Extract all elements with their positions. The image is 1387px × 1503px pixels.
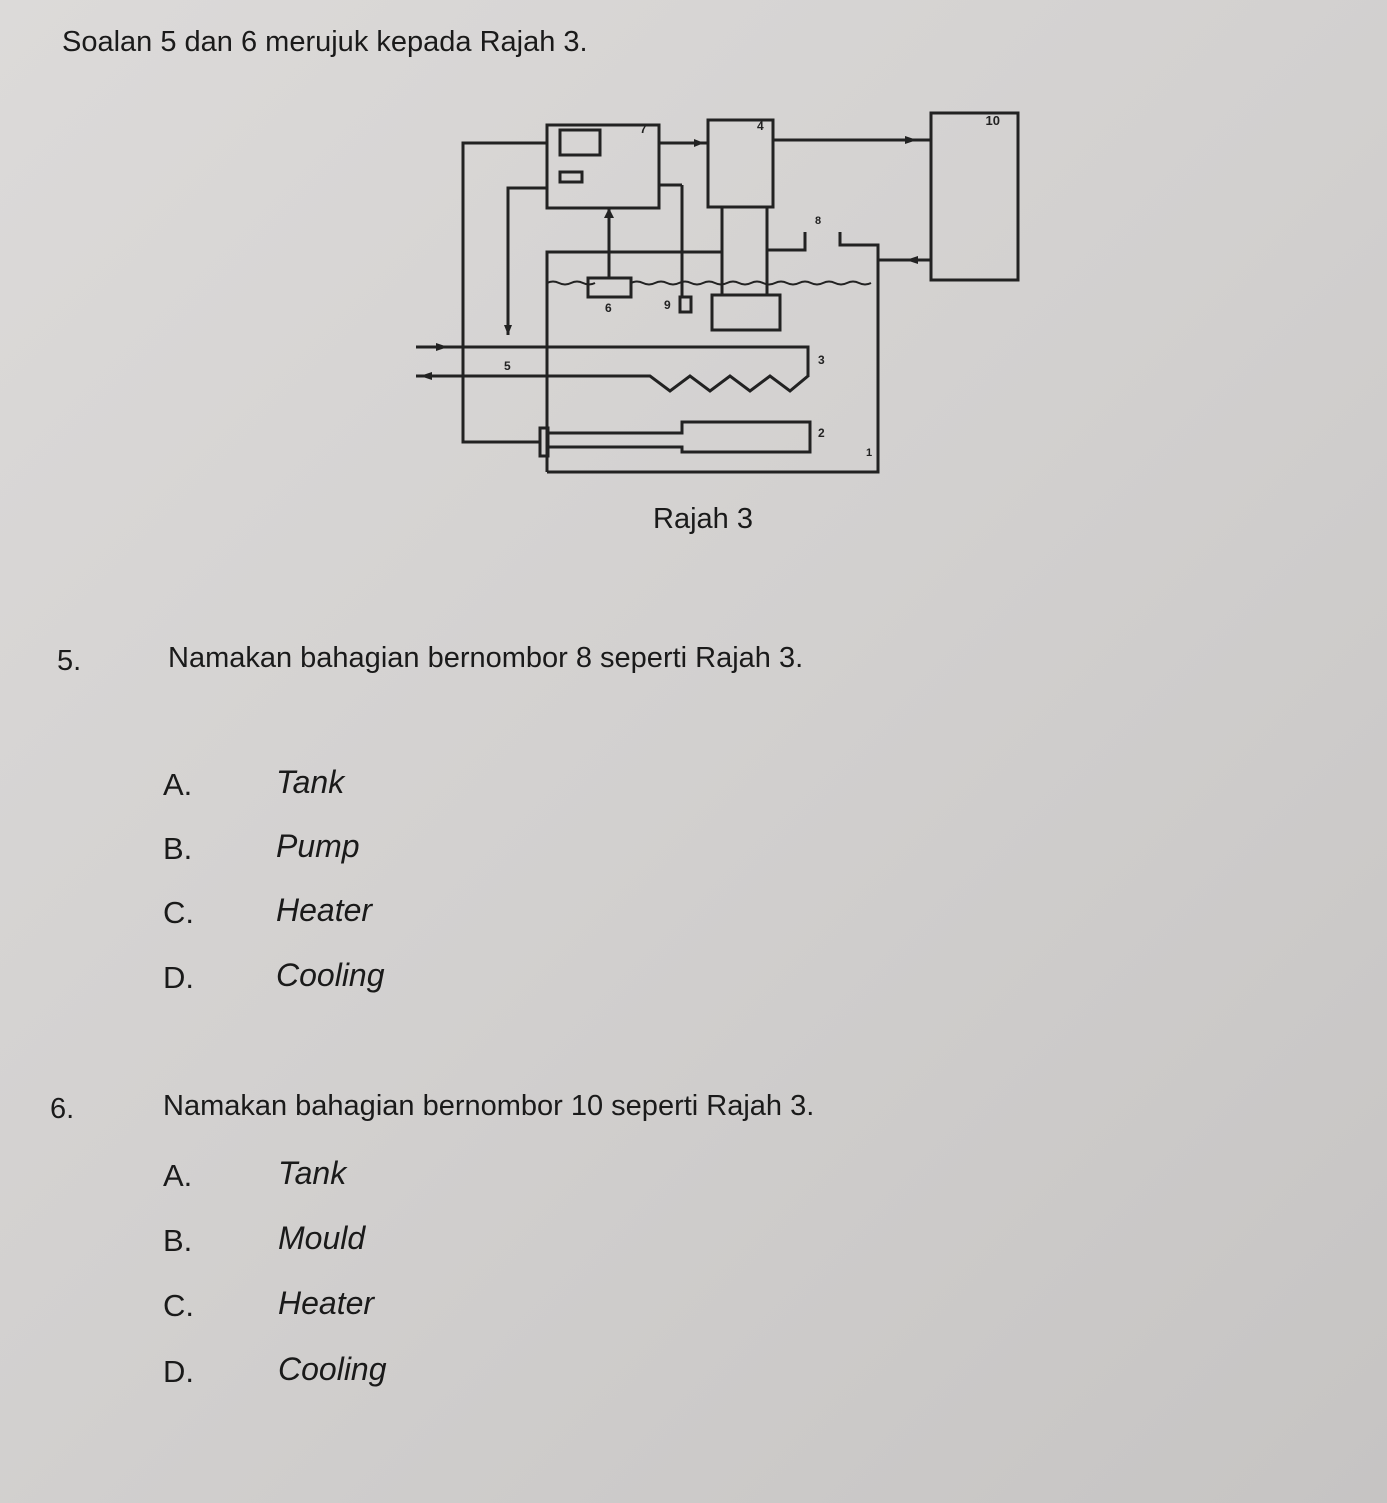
q6-option-a-letter: A.	[163, 1158, 193, 1193]
water-level-line	[546, 280, 872, 286]
q6-option-d-letter: D.	[163, 1354, 194, 1389]
label-10: 10	[986, 113, 1000, 128]
tank-1	[545, 232, 880, 474]
controller-box-7	[545, 123, 661, 210]
q5-option-c-letter: C.	[163, 895, 194, 930]
label-4: 4	[757, 119, 764, 133]
label-8: 8	[815, 215, 821, 227]
label-5: 5	[504, 359, 511, 373]
float-6	[586, 276, 633, 299]
q5-option-b-letter: B.	[163, 831, 193, 866]
q6-option-b-text[interactable]: Mould	[278, 1220, 366, 1256]
q6-option-a-text[interactable]: Tank	[278, 1155, 347, 1191]
q6-option-c-text[interactable]: Heater	[278, 1285, 375, 1321]
intro-text: Soalan 5 dan 6 merujuk kepada Rajah 3.	[62, 26, 588, 58]
question-5-number: 5.	[57, 645, 82, 677]
label-2: 2	[818, 426, 825, 440]
element-2-base	[538, 426, 550, 458]
q5-option-d-text[interactable]: Cooling	[276, 957, 385, 993]
pump-box-4	[706, 118, 775, 209]
question-6-text: Namakan bahagian bernombor 10 seperti Ra…	[163, 1090, 815, 1122]
question-5-text: Namakan bahagian bernombor 8 seperti Raj…	[168, 642, 804, 674]
label-1: 1	[866, 447, 872, 459]
q6-option-b-letter: B.	[163, 1223, 193, 1258]
label-9: 9	[664, 298, 671, 312]
pump-impeller	[710, 293, 782, 332]
q6-option-c-letter: C.	[163, 1288, 194, 1323]
label-6: 6	[605, 301, 612, 315]
q5-option-a-letter: A.	[163, 767, 193, 802]
sensor-9	[678, 295, 693, 314]
label-3: 3	[818, 353, 825, 367]
question-6-number: 6.	[50, 1093, 75, 1125]
q5-option-b-text[interactable]: Pump	[276, 828, 360, 864]
label-7: 7	[640, 122, 647, 136]
q5-option-a-text[interactable]: Tank	[276, 764, 345, 800]
element-2	[548, 420, 812, 454]
q6-option-d-text[interactable]: Cooling	[278, 1351, 387, 1387]
diagram-caption: Rajah 3	[653, 503, 753, 535]
controller-indicator	[558, 170, 584, 184]
controller-display	[558, 128, 602, 157]
diagram-rajah-3: 10 4 7 8 3 2 1 5 6 9	[416, 111, 1020, 474]
q5-option-d-letter: D.	[163, 960, 194, 995]
box-10	[929, 111, 1020, 282]
q5-option-c-text[interactable]: Heater	[276, 892, 373, 928]
